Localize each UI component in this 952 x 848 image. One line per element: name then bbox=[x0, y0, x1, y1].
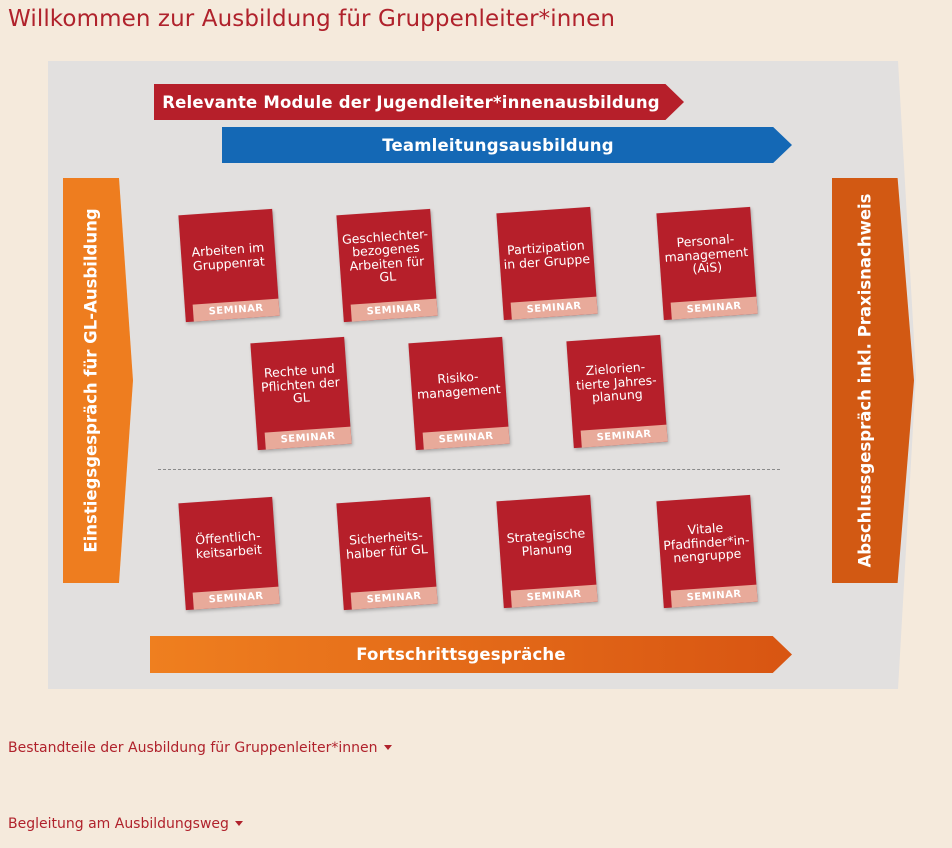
bar-fortschrittsgespraeche: Fortschrittsgespräche bbox=[150, 636, 792, 673]
bar-jugendleiter-modules: Relevante Module der Jugendleiter*innena… bbox=[154, 84, 684, 120]
bar-einstieg-label: Einstiegsgespräch für GL-Ausbildung bbox=[81, 208, 101, 553]
bar-einstiegsgespraech: Einstiegsgespräch für GL-Ausbildung bbox=[63, 178, 133, 583]
accordion-bestandteile[interactable]: Bestandteile der Ausbildung für Gruppenl… bbox=[8, 740, 392, 756]
module-label: Zielorien- tierte Jahres- planung bbox=[575, 359, 658, 405]
module-card: Öffentlich- keitsarbeit SEMINAR bbox=[178, 496, 280, 611]
module-label: Personal- management (AiS) bbox=[664, 231, 749, 277]
module-card: Partizipation in der Gruppe SEMINAR bbox=[496, 206, 598, 321]
module-label: Sicherheits- halber für GL bbox=[345, 527, 429, 562]
module-label: Partizipation in der Gruppe bbox=[503, 237, 591, 272]
module-label: Strategische Planung bbox=[506, 525, 586, 559]
bar-teamleitung: Teamleitungsausbildung bbox=[222, 127, 792, 163]
caret-down-icon bbox=[234, 820, 243, 826]
bar-abschluss-label: Abschlussgespräch inkl. Praxisnachweis bbox=[855, 193, 875, 568]
module-card: Risiko- management SEMINAR bbox=[408, 336, 510, 451]
module-label: Öffentlich- keitsarbeit bbox=[194, 527, 263, 561]
module-card: Geschlechter- bezogenes Arbeiten für GL … bbox=[336, 208, 438, 323]
caret-down-icon bbox=[383, 744, 392, 750]
module-card: Vitale Pfadfinder*in- nengruppe SEMINAR bbox=[656, 494, 758, 609]
module-card: Strategische Planung SEMINAR bbox=[496, 494, 598, 609]
module-label: Risiko- management bbox=[416, 368, 502, 402]
module-label: Geschlechter- bezogenes Arbeiten für GL bbox=[341, 225, 429, 285]
bar-fortschritt-label: Fortschrittsgespräche bbox=[356, 645, 566, 664]
page-title: Willkommen zur Ausbildung für Gruppenlei… bbox=[8, 6, 616, 32]
module-label: Vitale Pfadfinder*in- nengruppe bbox=[662, 520, 750, 566]
accordion-bestandteile-label: Bestandteile der Ausbildung für Gruppenl… bbox=[8, 740, 378, 756]
module-card: Zielorien- tierte Jahres- planung SEMINA… bbox=[566, 334, 668, 449]
bar-abschlussgespraech: Abschlussgespräch inkl. Praxisnachweis bbox=[832, 178, 914, 583]
accordion-begleitung-label: Begleitung am Ausbildungsweg bbox=[8, 816, 229, 832]
module-card: Sicherheits- halber für GL SEMINAR bbox=[336, 496, 438, 611]
bar-jugendleiter-label: Relevante Module der Jugendleiter*innena… bbox=[162, 92, 660, 112]
module-card: Rechte und Pflichten der GL SEMINAR bbox=[250, 336, 352, 451]
module-label: Arbeiten im Gruppenrat bbox=[190, 239, 266, 273]
module-card: Personal- management (AiS) SEMINAR bbox=[656, 206, 758, 321]
dashed-divider bbox=[158, 469, 780, 470]
module-card: Arbeiten im Gruppenrat SEMINAR bbox=[178, 208, 280, 323]
module-label: Rechte und Pflichten der GL bbox=[260, 360, 341, 406]
accordion-begleitung[interactable]: Begleitung am Ausbildungsweg bbox=[8, 816, 243, 832]
bar-teamleitung-label: Teamleitungsausbildung bbox=[382, 135, 614, 155]
